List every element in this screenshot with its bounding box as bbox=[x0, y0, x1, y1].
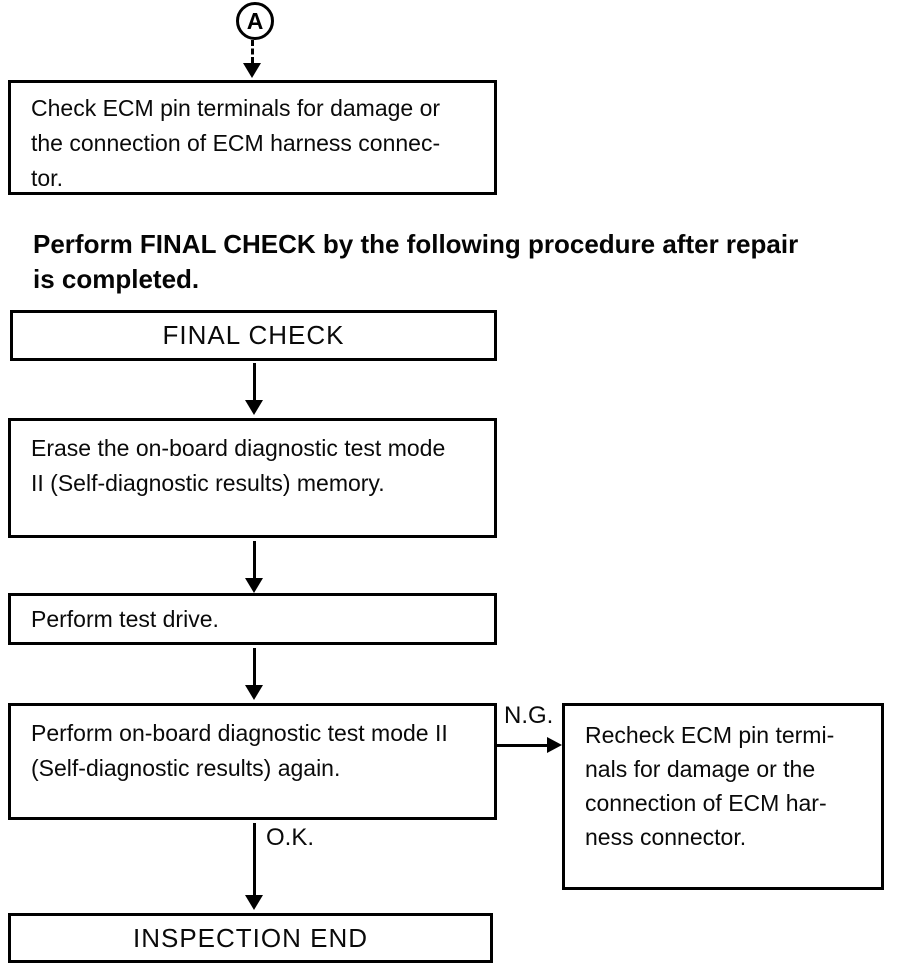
box-text-line: ness connector. bbox=[585, 824, 747, 850]
box-text-line: Recheck ECM pin termi- bbox=[585, 722, 835, 748]
heading-line: Perform FINAL CHECK by the following pro… bbox=[33, 229, 799, 259]
arrow-down-finalcheck-to-erase-icon bbox=[245, 363, 263, 415]
arrow-right-ng-icon bbox=[497, 737, 562, 753]
ok-label: O.K. bbox=[266, 824, 315, 851]
connector-a-label: A bbox=[246, 7, 264, 34]
arrow-down-erase-to-testdrive-icon bbox=[245, 541, 263, 593]
box-inspection-end: INSPECTION END bbox=[8, 913, 493, 963]
box-text-line: the connection of ECM harness connec- bbox=[31, 130, 441, 156]
box-text-line: connection of ECM har- bbox=[585, 790, 827, 816]
box-text-line: Perform on-board diagnostic test mode II bbox=[31, 720, 448, 746]
box-text-line: Check ECM pin terminals for damage or bbox=[31, 95, 441, 121]
box-text-line: II (Self-diagnostic results) memory. bbox=[31, 470, 385, 496]
box-erase-memory: Erase the on-board diagnostic test mode … bbox=[8, 418, 497, 538]
box-text-line: Perform test drive. bbox=[31, 606, 219, 632]
box-perform-diag: Perform on-board diagnostic test mode II… bbox=[8, 703, 497, 820]
final-check-heading: Perform FINAL CHECK by the following pro… bbox=[33, 227, 798, 297]
box-test-drive: Perform test drive. bbox=[8, 593, 497, 645]
box-text-line: FINAL CHECK bbox=[162, 320, 345, 350]
arrow-down-testdrive-to-diag-icon bbox=[245, 648, 263, 700]
box-text-line: (Self-diagnostic results) again. bbox=[31, 755, 341, 781]
box-check-ecm: Check ECM pin terminals for damage or th… bbox=[8, 80, 497, 195]
box-final-check: FINAL CHECK bbox=[10, 310, 497, 361]
box-recheck-ecm: Recheck ECM pin termi- nals for damage o… bbox=[562, 703, 884, 890]
box-text-line: tor. bbox=[31, 165, 63, 191]
box-text-line: Erase the on-board diagnostic test mode bbox=[31, 435, 446, 461]
heading-line: is completed. bbox=[33, 264, 200, 294]
ng-label: N.G. bbox=[504, 702, 554, 729]
arrow-down-a-to-check-icon bbox=[243, 40, 261, 78]
box-text-line: nals for damage or the bbox=[585, 756, 816, 782]
box-text-line: INSPECTION END bbox=[132, 922, 369, 953]
arrow-down-ok-to-end-icon bbox=[245, 823, 263, 910]
connector-a-circle: A bbox=[236, 2, 274, 40]
